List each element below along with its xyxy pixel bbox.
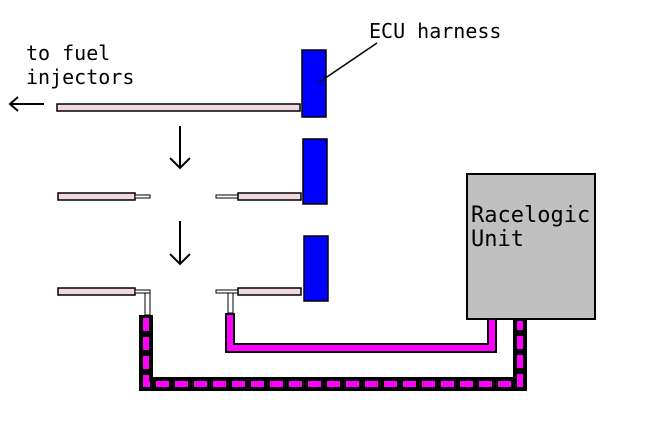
outer-cable — [139, 315, 527, 391]
intact-wire — [56, 103, 301, 112]
to-fuel-injectors-label-line2: injectors — [26, 65, 134, 89]
stage-3-connected-wire — [57, 235, 329, 316]
inner-cable — [225, 313, 497, 353]
connected-wire-right — [237, 287, 302, 296]
racelogic-unit-label-line1: Racelogic — [471, 203, 590, 228]
stage-2-cut-wire — [57, 138, 328, 205]
ecu-harness-label: ECU harness — [369, 19, 501, 43]
racelogic-unit-box — [466, 173, 596, 320]
right-stub — [227, 292, 234, 314]
cut-wire-left — [57, 192, 136, 201]
racelogic-unit-label-line2: Unit — [471, 227, 524, 252]
racelogic-unit: Racelogic Unit — [466, 173, 596, 320]
cut-wire-right — [237, 192, 302, 201]
left-stub — [144, 292, 151, 316]
cut-wire-left-core — [134, 194, 151, 199]
down-arrow-icon — [169, 126, 191, 170]
ecu-harness-leader-line — [317, 42, 378, 84]
connected-wire-left — [57, 287, 136, 296]
left-arrow-icon — [8, 96, 44, 112]
connected-wire-left-core — [134, 289, 151, 294]
stage-1-intact-wire — [56, 49, 327, 118]
ecu-connector-1 — [301, 49, 327, 118]
cut-wire-right-core — [215, 194, 239, 199]
down-arrow-icon — [169, 221, 191, 266]
to-fuel-injectors-label-line1: to fuel — [26, 41, 110, 65]
ecu-connector-3 — [303, 235, 329, 302]
connected-wire-right-core — [215, 289, 239, 294]
ecu-connector-2 — [302, 138, 328, 205]
